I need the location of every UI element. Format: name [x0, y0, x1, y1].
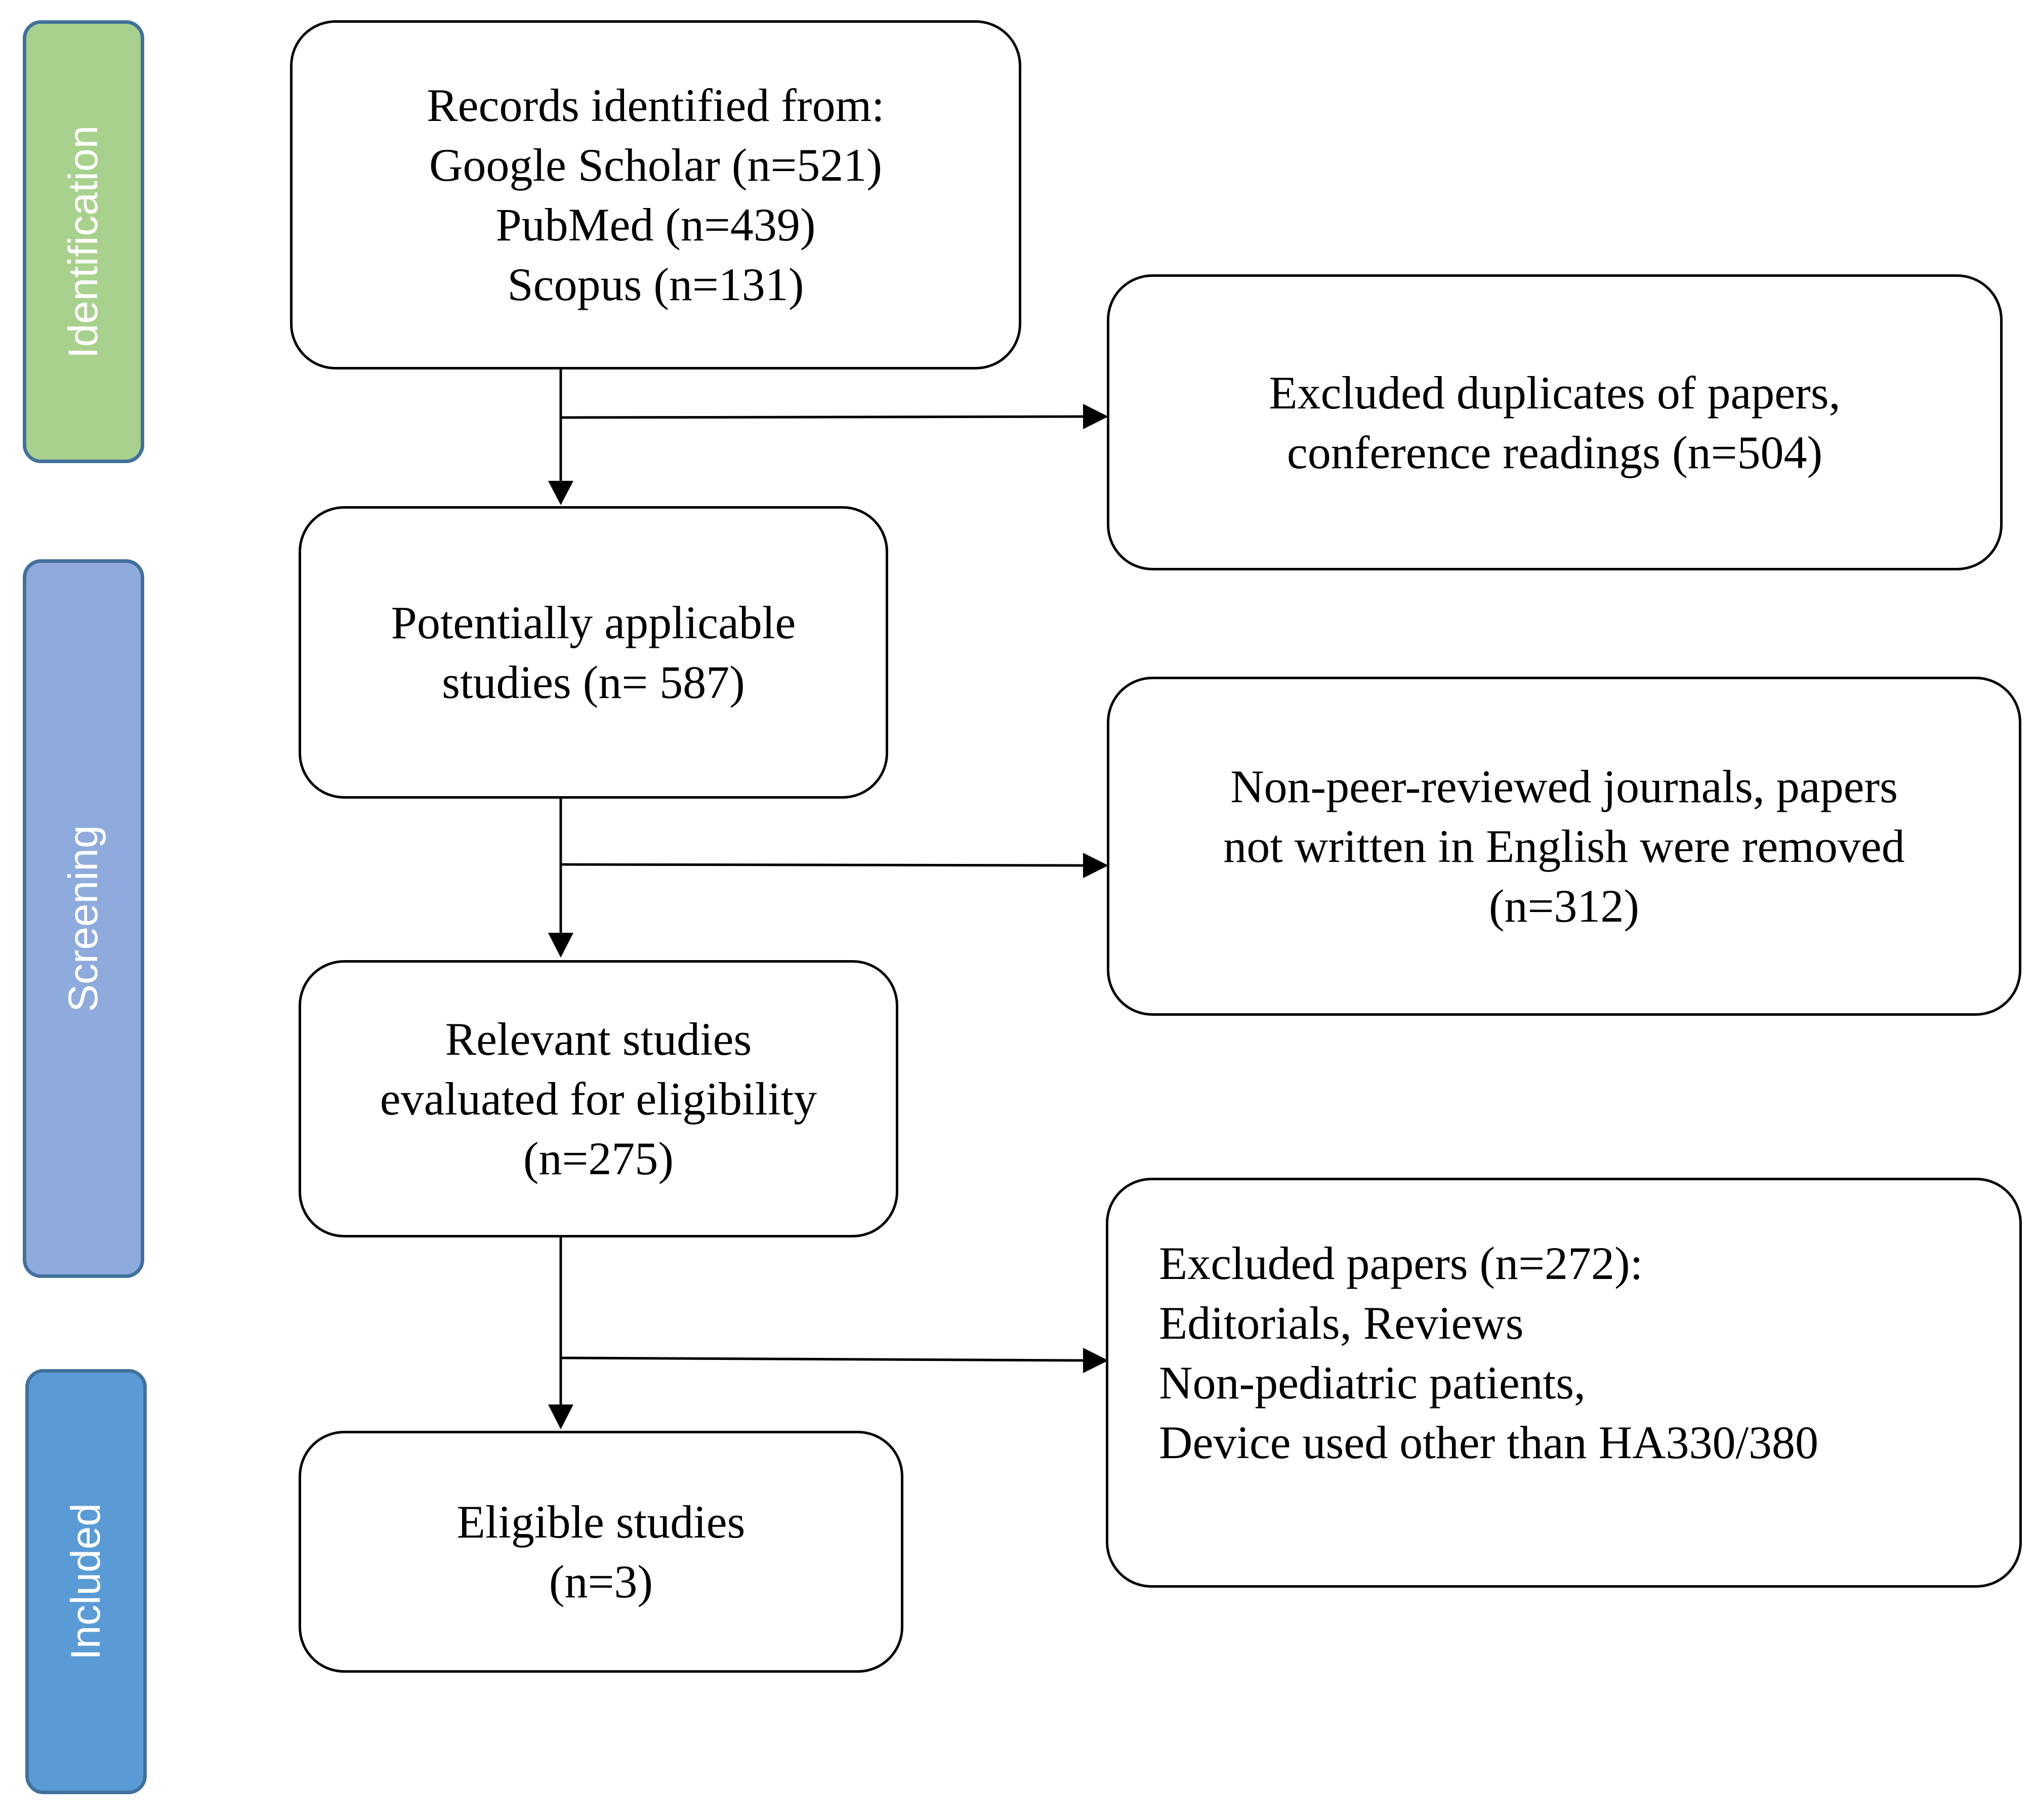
relevant-line-2: evaluated for eligibility	[380, 1073, 817, 1125]
duplicates-line-1: Excluded duplicates of papers,	[1269, 366, 1841, 419]
nonpeer-line-2: not written in English were removed	[1223, 820, 1905, 872]
stage-included: Included	[25, 1369, 147, 1794]
box-eligible-studies: Eligible studies (n=3)	[299, 1431, 903, 1673]
arrow-to-duplicates	[560, 415, 1084, 419]
arrowhead-to-nonpeer	[1083, 853, 1108, 878]
arrow-to-nonpeer	[560, 863, 1084, 867]
potential-line-1: Potentially applicable	[391, 597, 796, 648]
excluded-line-2: Editorials, Reviews	[1159, 1297, 1524, 1349]
excluded-line-1: Excluded papers (n=272):	[1159, 1237, 1643, 1289]
box-relevant-studies: Relevant studies evaluated for eligibili…	[299, 960, 898, 1237]
nonpeer-line-1: Non-peer-reviewed journals, papers	[1230, 761, 1898, 812]
box-excluded-papers: Excluded papers (n=272): Editorials, Rev…	[1106, 1178, 2022, 1588]
arrowhead-potential-to-relevant	[548, 933, 573, 958]
arrowhead-records-to-potential	[548, 481, 573, 505]
nonpeer-line-3: (n=312)	[1488, 880, 1640, 932]
excluded-line-4: Device used other than HA330/380	[1159, 1417, 1819, 1468]
box-records-identified: Records identified from: Google Scholar …	[290, 20, 1021, 369]
box-excluded-duplicates: Excluded duplicates of papers, conferenc…	[1107, 274, 2003, 570]
box-non-peer-reviewed: Non-peer-reviewed journals, papers not w…	[1107, 677, 2021, 1016]
arrowhead-relevant-to-eligible	[548, 1404, 573, 1429]
excluded-line-3: Non-pediatric patients,	[1159, 1357, 1586, 1409]
arrow-to-excluded	[560, 1356, 1084, 1362]
eligible-line-1: Eligible studies	[456, 1496, 745, 1548]
records-line-4: Scopus (n=131)	[507, 259, 804, 310]
records-line-1: Records identified from:	[427, 79, 885, 131]
records-line-3: PubMed (n=439)	[495, 199, 816, 251]
arrowhead-to-excluded	[1083, 1348, 1108, 1373]
stage-screening: Screening	[23, 559, 144, 1278]
stage-identification: Identification	[23, 20, 144, 463]
duplicates-line-2: conference readings (n=504)	[1286, 426, 1823, 478]
relevant-line-1: Relevant studies	[445, 1013, 752, 1065]
arrowhead-to-duplicates	[1083, 404, 1108, 429]
relevant-line-3: (n=275)	[523, 1133, 674, 1184]
records-line-2: Google Scholar (n=521)	[429, 139, 883, 191]
eligible-line-2: (n=3)	[549, 1556, 653, 1607]
box-potentially-applicable: Potentially applicable studies (n= 587)	[299, 506, 888, 799]
potential-line-2: studies (n= 587)	[442, 656, 745, 708]
